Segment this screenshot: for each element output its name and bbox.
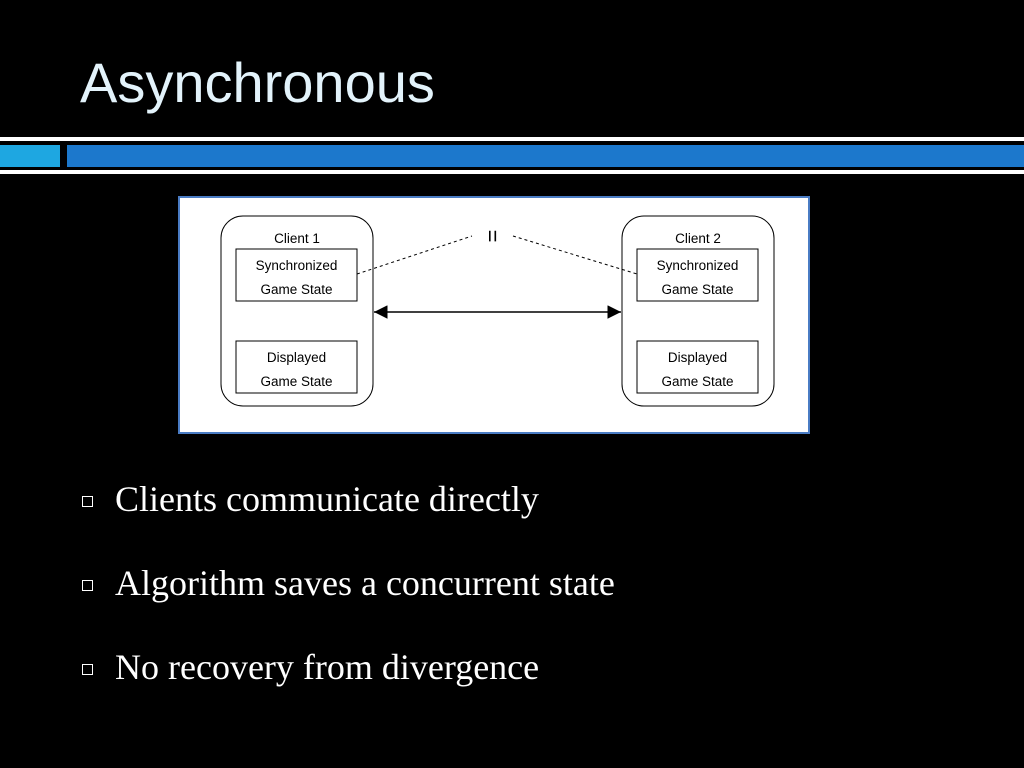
client-2-display-state-box <box>636 340 759 394</box>
client-1-disp-line1: Displayed <box>267 350 326 365</box>
dashed-link-right <box>512 235 638 275</box>
list-item: Clients communicate directly <box>82 478 615 520</box>
client-2-disp-line2: Game State <box>661 374 733 389</box>
list-item: No recovery from divergence <box>82 646 615 688</box>
square-bullet-icon <box>82 579 93 591</box>
client-1-sync-line2: Game State <box>260 282 332 297</box>
client-2-sync-state-box <box>636 248 759 302</box>
bullet-text: No recovery from divergence <box>115 647 540 687</box>
client-2-disp-line1: Displayed <box>668 350 727 365</box>
client-1-display-state-box <box>235 340 358 394</box>
bullet-text: Algorithm saves a concurrent state <box>115 563 615 603</box>
client-1-sync-state-box <box>235 248 358 302</box>
accent-band-right <box>67 145 1024 167</box>
client-2-sync-line2: Game State <box>661 282 733 297</box>
list-item: Algorithm saves a concurrent state <box>82 562 615 604</box>
accent-band-left <box>0 145 60 167</box>
top-divider <box>0 137 1024 141</box>
slide-title: Asynchronous <box>80 51 435 114</box>
equals-sign: = <box>480 230 505 243</box>
client-2-label: Client 2 <box>675 231 721 246</box>
client-1-label: Client 1 <box>274 231 320 246</box>
bullet-text: Clients communicate directly <box>115 479 539 519</box>
square-bullet-icon <box>82 663 93 675</box>
client-2-sync-line1: Synchronized <box>657 258 739 273</box>
client-1-sync-line1: Synchronized <box>256 258 338 273</box>
bottom-divider <box>0 170 1024 174</box>
architecture-diagram: Client 1 Synchronized Game State Display… <box>178 196 810 434</box>
diagram-canvas: Client 1 Synchronized Game State Display… <box>220 215 775 407</box>
client-1-disp-line2: Game State <box>260 374 332 389</box>
dashed-link-left <box>356 235 473 275</box>
bullet-list: Clients communicate directly Algorithm s… <box>82 478 615 730</box>
square-bullet-icon <box>82 495 93 507</box>
